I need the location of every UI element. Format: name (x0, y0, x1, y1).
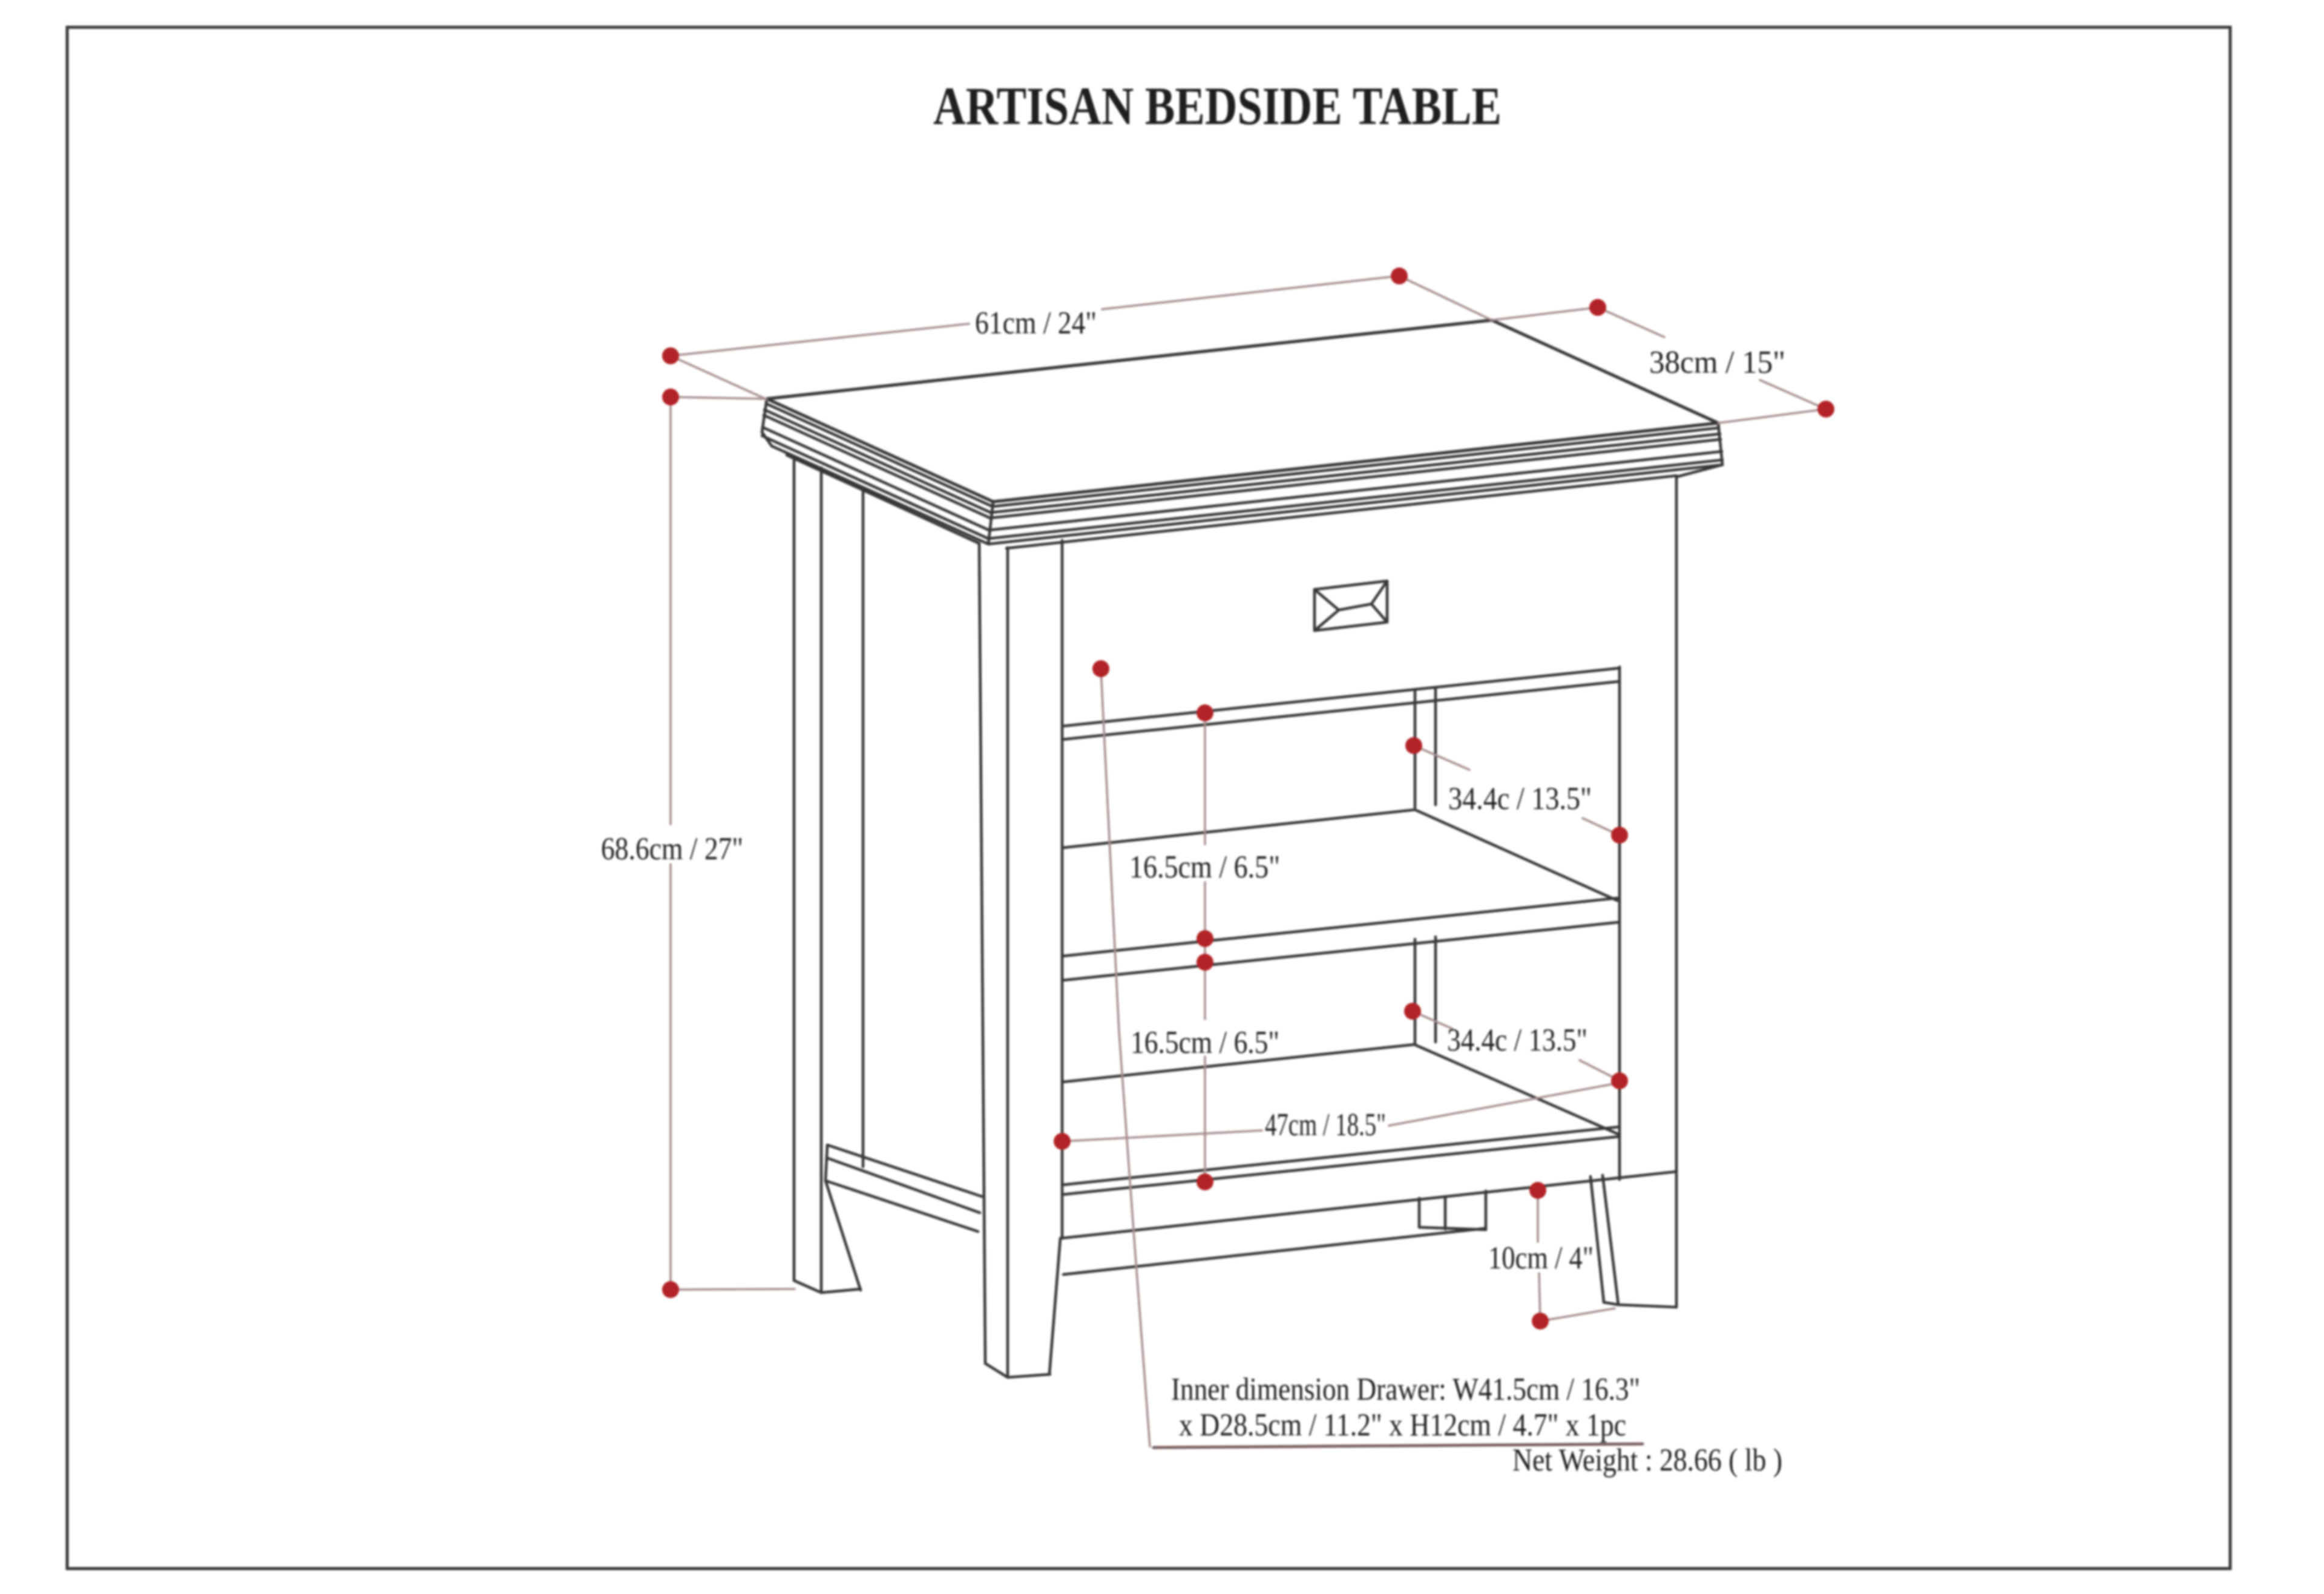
svg-text:Inner dimension Drawer: W41.5c: Inner dimension Drawer: W41.5cm / 16.3" (1171, 1372, 1640, 1407)
svg-text:34.4c / 13.5": 34.4c / 13.5" (1448, 781, 1592, 816)
svg-text:47cm / 18.5": 47cm / 18.5" (1265, 1107, 1386, 1143)
svg-text:61cm / 24": 61cm / 24" (975, 306, 1097, 341)
svg-text:10cm / 4": 10cm / 4" (1488, 1241, 1594, 1276)
svg-text:68.6cm / 27": 68.6cm / 27" (601, 831, 743, 867)
svg-text:34.4c / 13.5": 34.4c / 13.5" (1447, 1023, 1587, 1058)
svg-text:16.5cm / 6.5": 16.5cm / 6.5" (1131, 1025, 1279, 1060)
svg-text:16.5cm / 6.5": 16.5cm / 6.5" (1129, 850, 1280, 885)
svg-text:38cm / 15": 38cm / 15" (1649, 345, 1785, 380)
svg-text:Net Weight : 28.66 ( lb ): Net Weight : 28.66 ( lb ) (1512, 1443, 1782, 1478)
svg-text:ARTISAN BEDSIDE TABLE: ARTISAN BEDSIDE TABLE (933, 77, 1502, 136)
svg-text:x D28.5cm / 11.2" x H12cm / 4.: x D28.5cm / 11.2" x H12cm / 4.7" x 1pc (1179, 1408, 1626, 1443)
